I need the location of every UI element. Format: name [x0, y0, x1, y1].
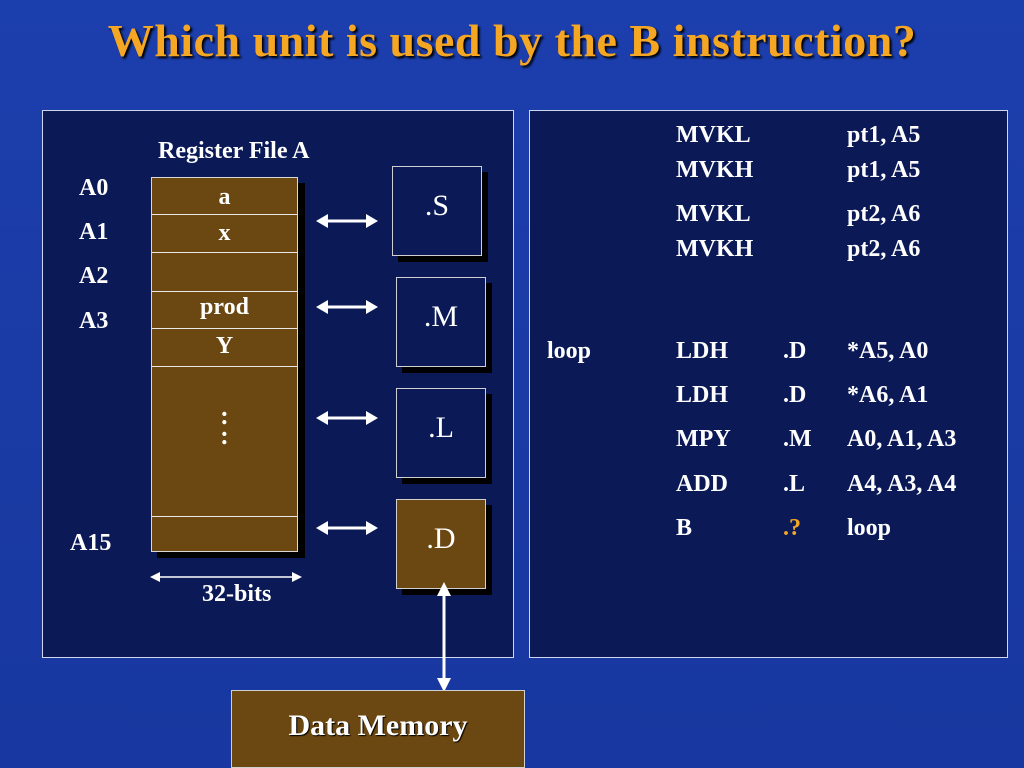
code-op: B	[676, 515, 693, 541]
code-op: MVKL	[676, 201, 751, 227]
code-args: pt1, A5	[847, 157, 921, 183]
reg-label-a2: A2	[79, 263, 109, 289]
vertical-ellipsis: :	[220, 401, 229, 430]
unit-s: .S	[392, 166, 482, 256]
register-cell-a2	[152, 253, 297, 292]
double-arrow-icon-m	[316, 300, 378, 314]
code-args: pt2, A6	[847, 236, 921, 262]
code-args: loop	[847, 515, 892, 541]
code-args: A4, A3, A4	[847, 471, 957, 497]
code-args: pt2, A6	[847, 201, 921, 227]
double-arrow-icon-s	[316, 214, 378, 228]
code-op: MPY	[676, 426, 731, 452]
code-panel	[529, 110, 1008, 658]
code-unit: .D	[783, 382, 807, 408]
code-op: MVKL	[676, 122, 751, 148]
code-args: pt1, A5	[847, 122, 921, 148]
register-cell-ellipsis: : :	[152, 367, 297, 517]
code-unit-question: .?	[783, 515, 801, 541]
register-column: a x prod Y : :	[151, 177, 298, 552]
unit-d: .D	[396, 499, 486, 589]
code-op: MVKH	[676, 157, 754, 183]
data-memory-box: Data Memory	[231, 690, 525, 768]
loop-label: loop	[547, 338, 592, 364]
reg-label-a15: A15	[70, 530, 112, 556]
reg-label-a1: A1	[79, 219, 109, 245]
unit-l: .L	[396, 388, 486, 478]
register-cell-a1: x	[152, 215, 297, 253]
reg-label-a0: A0	[79, 175, 109, 201]
code-unit: .D	[783, 338, 807, 364]
vertical-ellipsis-2: :	[220, 421, 229, 450]
code-op: LDH	[676, 338, 729, 364]
code-op: MVKH	[676, 236, 754, 262]
double-arrow-icon-d	[316, 521, 378, 535]
vertical-double-arrow-icon	[437, 582, 451, 692]
page-title: Which unit is used by the B instruction?	[107, 15, 917, 66]
code-op: LDH	[676, 382, 729, 408]
code-args: *A5, A0	[847, 338, 929, 364]
code-args: *A6, A1	[847, 382, 929, 408]
reg-label-a3: A3	[79, 308, 109, 334]
register-file-title: Register File A	[158, 138, 310, 164]
register-cell-a15	[152, 517, 297, 553]
register-cell-a3: prod	[152, 292, 297, 329]
code-args: A0, A1, A3	[847, 426, 957, 452]
register-cell-a4: Y	[152, 329, 297, 367]
width-arrow-icon	[150, 572, 302, 582]
double-arrow-icon-l	[316, 411, 378, 425]
code-unit: .M	[783, 426, 812, 452]
unit-m: .M	[396, 277, 486, 367]
code-unit: .L	[783, 471, 806, 497]
width-label: 32-bits	[202, 581, 272, 607]
code-op: ADD	[676, 471, 728, 497]
register-cell-a0: a	[152, 178, 297, 215]
